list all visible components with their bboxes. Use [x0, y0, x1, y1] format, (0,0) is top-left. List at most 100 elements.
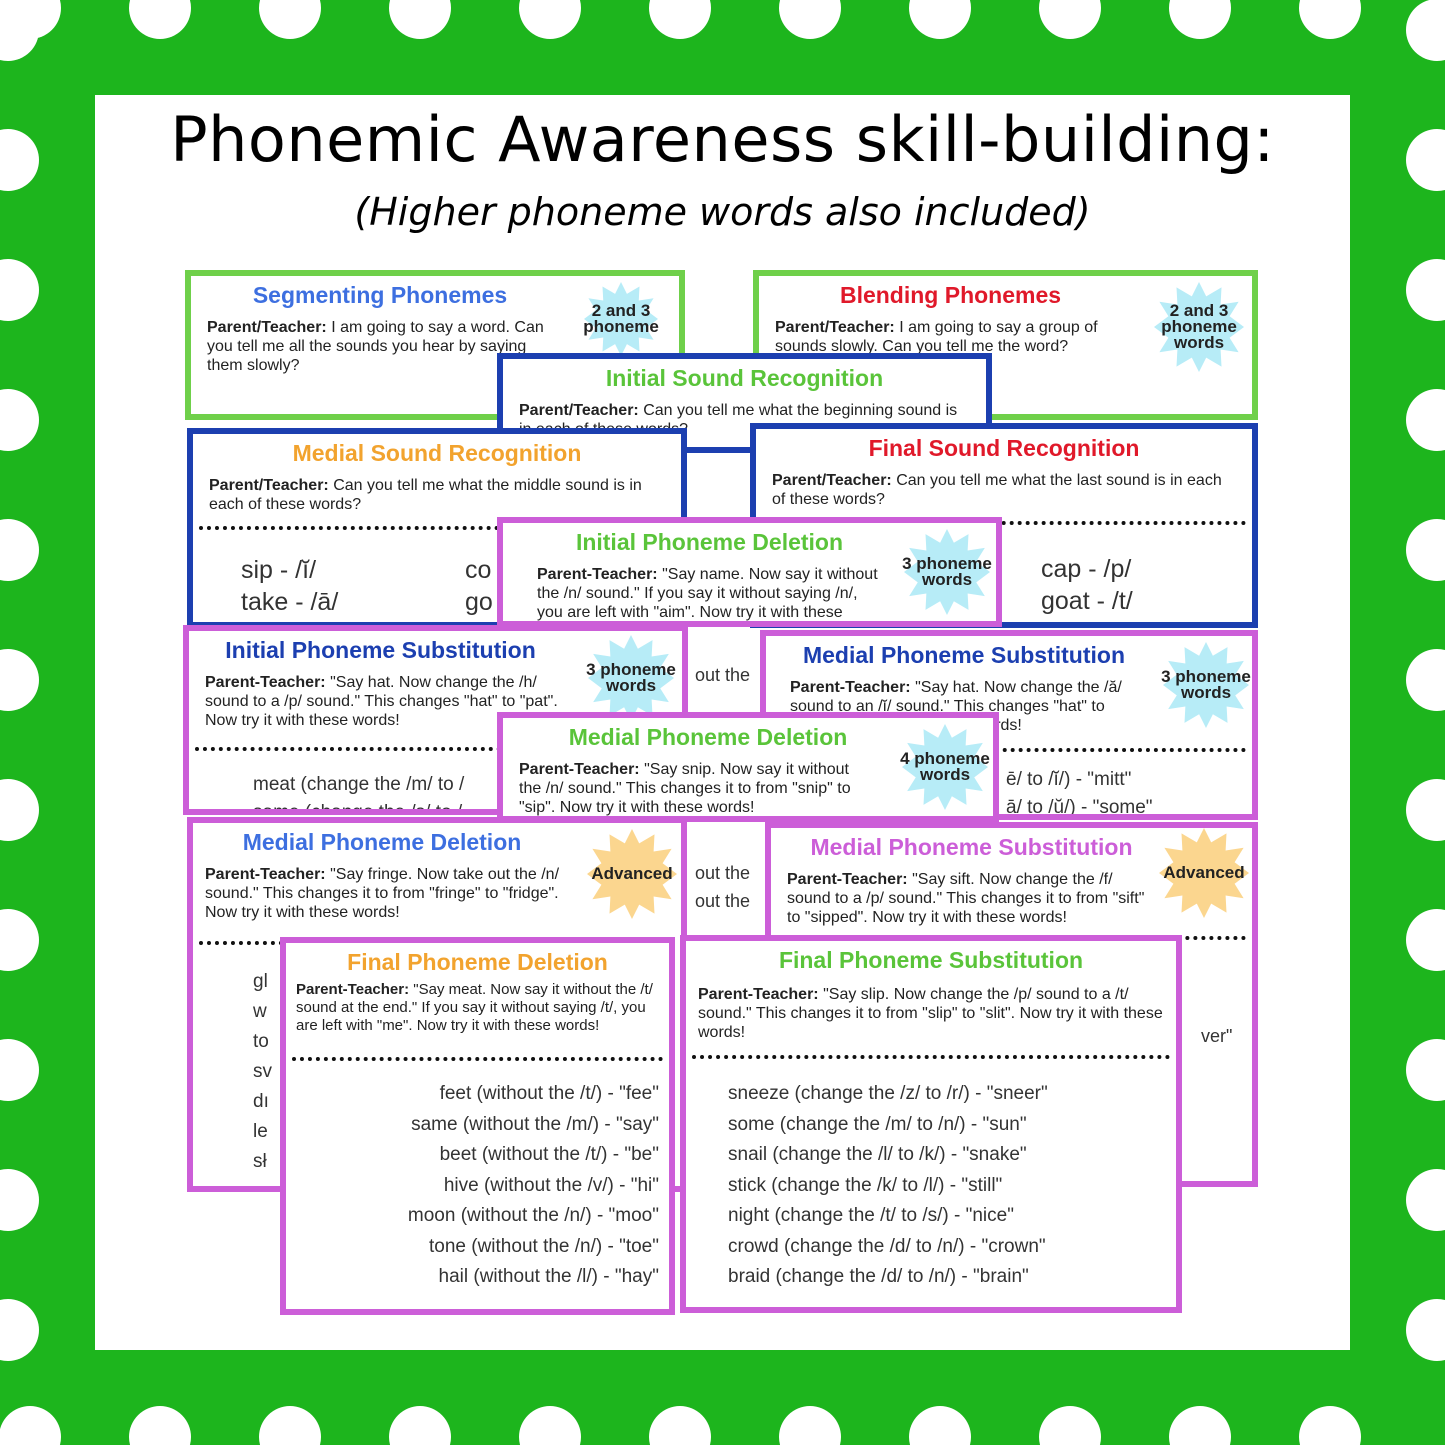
card-intro: Parent-Teacher: "Say sift. Now change th… — [787, 870, 1152, 927]
starburst-icon — [1154, 282, 1244, 372]
word-item: gl — [253, 971, 268, 992]
role-label: Parent/Teacher: — [207, 319, 327, 336]
frame-dot — [0, 779, 39, 841]
word-list: sip - /ĭ/ take - /ā/ — [241, 554, 681, 618]
role-label: Parent-Teacher: — [790, 679, 911, 696]
frame-dot — [0, 519, 39, 581]
word-item: goat - /t/ — [1041, 587, 1133, 615]
card-intro: Parent/Teacher: Can you tell me what the… — [772, 471, 1238, 509]
frame-dot — [1406, 519, 1445, 581]
frame-dot — [0, 1039, 39, 1101]
word-list: ē/ to /ĭ/) - "mitt" ā/ to /ŭ/) - "some" — [1006, 766, 1252, 818]
peek-text: ver" — [1201, 1026, 1233, 1046]
word-list: feet (without the /t/) - "fee" same (wit… — [286, 1079, 659, 1293]
word-list-col2: co go — [465, 554, 681, 618]
frame-dot — [519, 1406, 581, 1445]
frame-dot — [1406, 129, 1445, 191]
badge-starburst: 4 phoneme words — [893, 724, 993, 810]
peek-text: out the — [695, 891, 751, 911]
role-label: Parent/Teacher: — [209, 477, 329, 494]
card-title: Blending Phonemes — [839, 282, 1062, 308]
starburst-icon — [1159, 828, 1249, 918]
dotted-divider — [692, 1055, 1170, 1059]
badge-starburst: Advanced — [577, 829, 681, 919]
word-item: braid (change the /d/ to /n/) - "brain" — [728, 1266, 1029, 1287]
card-title: Final Phoneme Substitution — [778, 947, 1084, 973]
badge-text: 2 and 3 phoneme — [583, 301, 659, 336]
word-item: some (change the /m/ to /n/) - "sun" — [728, 1113, 1027, 1135]
card-intro: Parent/Teacher: I am going to say a word… — [207, 318, 559, 375]
card-final-sound-recognition: Final Sound Recognition Parent/Teacher: … — [750, 423, 1258, 628]
frame-dot — [1299, 0, 1361, 39]
badge-starburst: 3 phoneme words — [579, 635, 682, 721]
role-label: Parent-Teacher: — [296, 981, 410, 998]
card-intro: Parent-Teacher: "Say name. Now say it wi… — [537, 565, 878, 621]
card-intro: Parent-Teacher: "Say fringe. Now take ou… — [205, 865, 569, 922]
card-title: Segmenting Phonemes — [252, 282, 508, 308]
intro-text: "Say sift. Now change the /f/ sound to a… — [787, 871, 1145, 926]
frame-dot — [0, 1169, 39, 1231]
word-item: ē/ to /ĭ/) - "mitt" — [1006, 769, 1132, 790]
frame-dot — [1406, 0, 1445, 61]
frame-dot — [129, 1406, 191, 1445]
card-intro: Parent-Teacher: "Say slip. Now change th… — [698, 985, 1168, 1042]
frame-dot — [1406, 259, 1445, 321]
frame-dot — [0, 1406, 61, 1445]
frame-dot — [129, 0, 191, 39]
frame-dot — [1039, 1406, 1101, 1445]
frame-dot — [649, 0, 711, 39]
role-label: Parent/Teacher: — [519, 402, 639, 419]
card-title: Final Sound Recognition — [868, 435, 1140, 461]
frame-dot — [1039, 0, 1101, 39]
card-final-phoneme-substitution: Final Phoneme Substitution Parent-Teache… — [680, 935, 1182, 1313]
frame-dot — [1406, 779, 1445, 841]
word-item: moon (without the /n/) - "moo" — [407, 1205, 659, 1226]
role-label: Parent-Teacher: — [787, 871, 908, 888]
intro-text: "Say slip. Now change the /p/ sound to a… — [698, 986, 1163, 1041]
intro-text: I am going to say a group of sounds slow… — [775, 319, 1098, 355]
dotted-divider — [195, 747, 676, 751]
word-item: sip - /ĭ/ — [241, 556, 317, 584]
frame-dot — [0, 909, 39, 971]
word-item: tone (without the /n/) - "toe" — [429, 1235, 659, 1257]
frame-dot — [1406, 909, 1445, 971]
word-list: meat (change the /m/ to / same (change t… — [253, 771, 682, 809]
frame-dot — [1406, 1299, 1445, 1361]
badge-text: 3 phoneme words — [586, 660, 676, 695]
dotted-divider — [772, 748, 1246, 752]
word-item: w — [253, 1001, 267, 1022]
intro-text: Can you tell me what the middle sound is… — [209, 477, 642, 513]
word-item: beet (without the /t/) - "be" — [439, 1144, 659, 1165]
badge-text: Advanced — [591, 864, 673, 883]
frame-dot — [0, 649, 39, 711]
word-item: hail (without the /l/) - "hay" — [438, 1266, 659, 1287]
badge-text: 3 phoneme words — [1161, 667, 1251, 702]
card-intro: Parent-Teacher: "Say meat. Now say it wi… — [296, 981, 663, 1035]
frame-dot — [649, 1406, 711, 1445]
frame-dot — [389, 1406, 451, 1445]
badge-starburst: 2 and 3 phoneme — [569, 282, 673, 356]
card-intro: Parent/Teacher: I am going to say a grou… — [775, 318, 1122, 356]
role-label: Parent/Teacher: — [772, 472, 892, 489]
word-item: sv — [253, 1061, 272, 1082]
frame-dot — [0, 1299, 39, 1361]
intro-text: "Say snip. Now say it without the /n/ so… — [519, 761, 851, 816]
starburst-icon — [902, 724, 988, 810]
card-title: Medial Phoneme Substitution — [810, 834, 1133, 860]
card-blending-phonemes: Blending Phonemes Parent/Teacher: I am g… — [753, 270, 1258, 420]
intro-text: "Say name. Now say it without the /n/ so… — [537, 566, 878, 621]
word-list: sneeze (change the /z/ to /r/) - "sneer"… — [728, 1079, 1176, 1293]
word-item: ā/ to /ŭ/) - "some" — [1006, 797, 1153, 818]
card-title: Initial Phoneme Deletion — [575, 529, 844, 555]
intro-text: I am going to say a word. Can you tell m… — [207, 319, 544, 374]
badge-text: Advanced — [1163, 863, 1245, 882]
peek-text: out the — [695, 863, 751, 883]
intro-text: "Say fringe. Now take out the /n/ sound.… — [205, 866, 560, 921]
card-title: Medial Phoneme Deletion — [568, 724, 848, 750]
word-item: night (change the /t/ to /s/) - "nice" — [728, 1205, 1014, 1226]
card-intro: Parent-Teacher: "Say hat. Now change the… — [205, 673, 572, 730]
word-item: feet (without the /t/) - "fee" — [439, 1083, 659, 1104]
role-label: Parent/Teacher: — [775, 319, 895, 336]
frame-dot — [1406, 1169, 1445, 1231]
content-panel: Phonemic Awareness skill-building: (High… — [95, 95, 1350, 1350]
